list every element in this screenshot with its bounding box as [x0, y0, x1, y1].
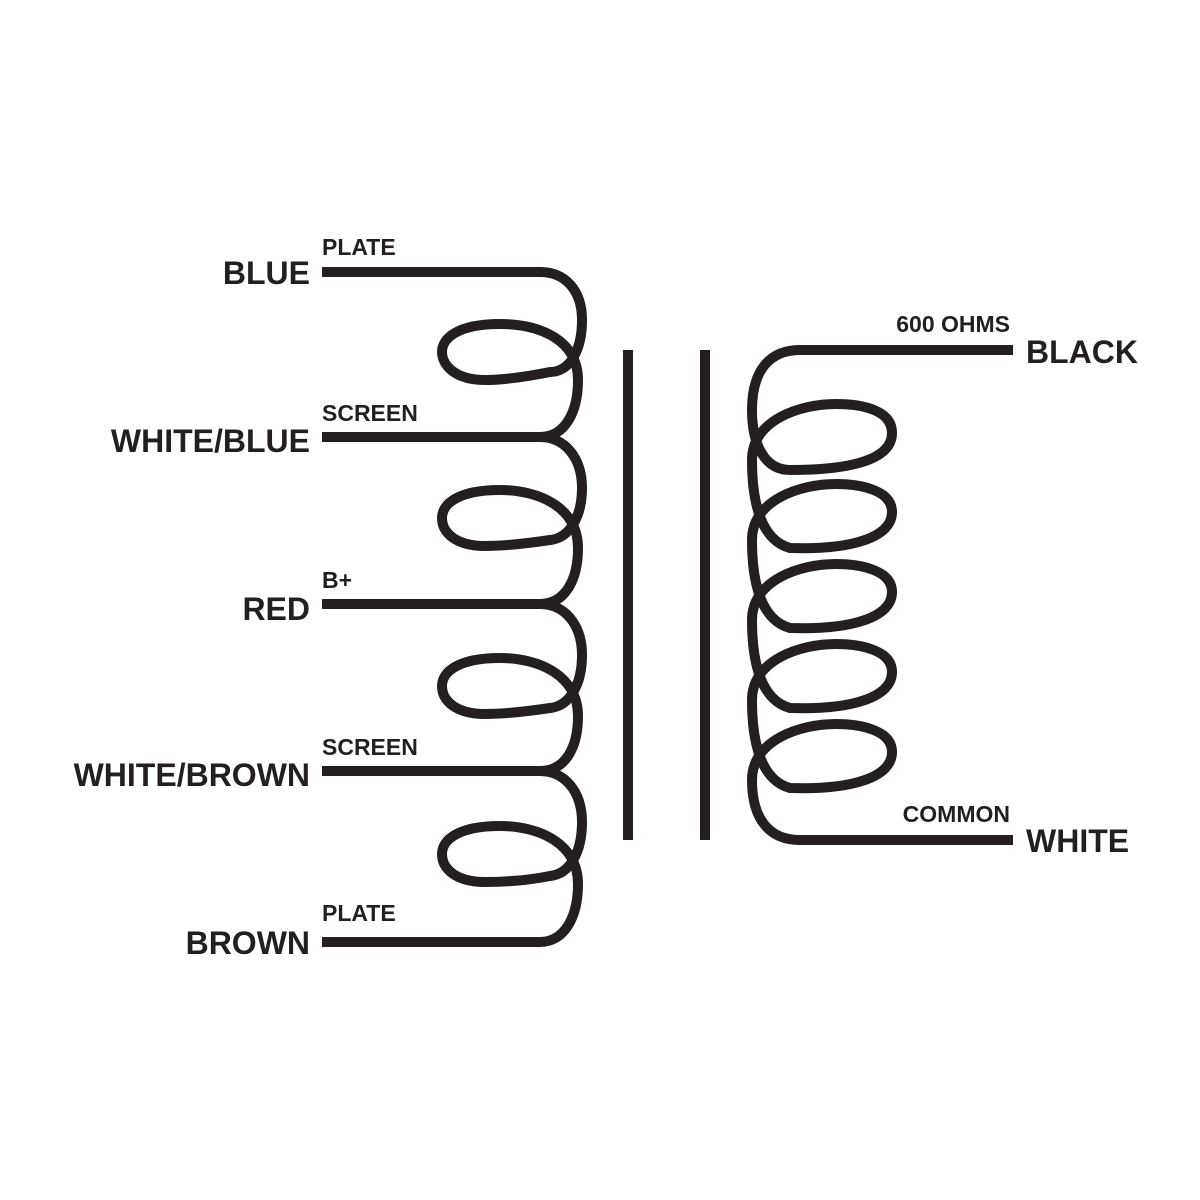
- primary-winding: [322, 267, 587, 947]
- lead-label-white-brown: WHITE/BROWN: [74, 757, 310, 793]
- lead-label-white: WHITE: [1026, 823, 1129, 859]
- secondary-labels: 600 OHMS BLACK COMMON WHITE: [896, 311, 1138, 859]
- primary-coil-segment-1: [322, 267, 587, 442]
- secondary-winding: [747, 345, 1013, 845]
- transformer-core: [623, 350, 710, 840]
- tap-label-600-ohms: 600 OHMS: [896, 311, 1010, 337]
- primary-labels: BLUE PLATE WHITE/BLUE SCREEN RED B+ WHIT…: [74, 234, 418, 961]
- tap-label-plate-top: PLATE: [322, 234, 396, 260]
- tap-label-common: COMMON: [903, 801, 1010, 827]
- lead-label-brown: BROWN: [186, 925, 310, 961]
- primary-coil-segment-2: [322, 432, 587, 609]
- tap-label-b-plus: B+: [322, 567, 352, 593]
- tap-label-plate-bottom: PLATE: [322, 900, 396, 926]
- primary-coil-segment-3: [322, 599, 587, 776]
- lead-label-blue: BLUE: [223, 255, 310, 291]
- primary-coil-segment-4: [322, 766, 587, 947]
- lead-label-white-blue: WHITE/BLUE: [111, 423, 310, 459]
- tap-label-screen-upper: SCREEN: [322, 400, 418, 426]
- lead-label-red: RED: [242, 591, 310, 627]
- secondary-coil: [747, 345, 1013, 845]
- lead-label-black: BLACK: [1026, 334, 1138, 370]
- tap-label-screen-lower: SCREEN: [322, 734, 418, 760]
